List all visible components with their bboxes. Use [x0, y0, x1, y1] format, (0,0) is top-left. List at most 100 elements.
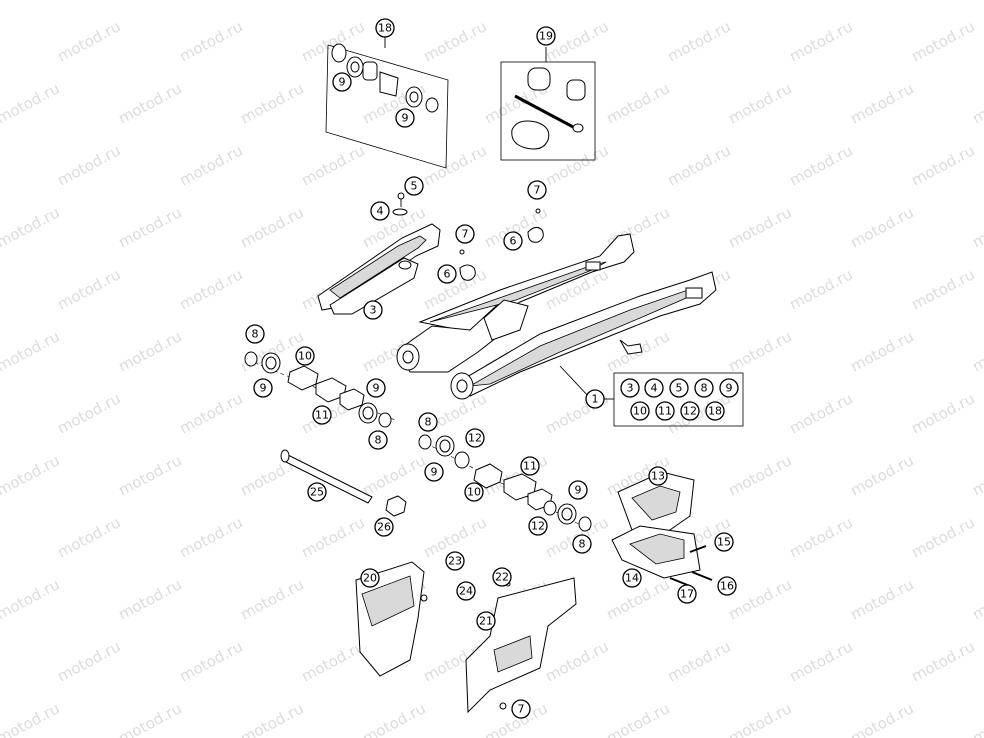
watermark-text: motod.ru: [0, 575, 63, 623]
kit-callout-9: 9: [719, 378, 739, 398]
shock-mount-kit-box: [500, 47, 596, 161]
watermark-text: motod.ru: [237, 575, 306, 623]
watermark-text: motod.ru: [969, 575, 984, 623]
svg-text:11: 11: [658, 405, 672, 418]
svg-text:8: 8: [252, 328, 259, 341]
svg-text:18: 18: [708, 405, 722, 418]
svg-text:5: 5: [411, 180, 418, 193]
watermark-text: motod.ru: [298, 513, 367, 561]
callout-13: 13: [648, 466, 668, 486]
upper-bearing-stack: [244, 351, 396, 428]
callout-10-b: 10: [464, 482, 484, 502]
watermark-text: motod.ru: [603, 699, 672, 738]
svg-text:9: 9: [373, 382, 380, 395]
watermark-text: motod.ru: [908, 513, 977, 561]
watermark-text: motod.ru: [54, 389, 123, 437]
watermark-text: motod.ru: [542, 637, 611, 685]
watermark-text: motod.ru: [969, 203, 984, 251]
watermark-text: motod.ru: [786, 637, 855, 685]
kit-callout-5: 5: [669, 378, 689, 398]
watermark-text: motod.ru: [359, 699, 428, 738]
svg-text:9: 9: [402, 112, 409, 125]
callout-22: 22: [492, 567, 512, 587]
svg-text:21: 21: [479, 615, 493, 628]
watermark-text: motod.ru: [725, 451, 794, 499]
watermark-text: motod.ru: [847, 699, 916, 738]
watermark-text: motod.ru: [176, 141, 245, 189]
kit-callout-18: 18: [705, 401, 725, 421]
callout-9-c: 9: [253, 378, 273, 398]
callout-19: 19: [536, 26, 556, 46]
svg-text:14: 14: [625, 572, 639, 585]
svg-text:6: 6: [444, 268, 451, 281]
callout-3: 3: [363, 300, 383, 320]
watermark-text: motod.ru: [0, 141, 2, 189]
watermark-text: motod.ru: [54, 265, 123, 313]
callout-15: 15: [714, 532, 734, 552]
watermark-text: motod.ru: [176, 513, 245, 561]
svg-text:8: 8: [579, 538, 586, 551]
svg-text:15: 15: [717, 536, 731, 549]
watermark-text: motod.ru: [0, 699, 63, 738]
watermark-text: motod.ru: [542, 141, 611, 189]
watermark-text: motod.ru: [603, 0, 672, 4]
watermark-text: motod.ru: [786, 513, 855, 561]
callout-8-d: 8: [572, 534, 592, 554]
kit-callout-8: 8: [694, 378, 714, 398]
svg-text:4: 4: [377, 205, 384, 218]
svg-text:22: 22: [495, 571, 509, 584]
svg-text:12: 12: [468, 432, 482, 445]
watermark-text: motod.ru: [786, 265, 855, 313]
callout-8-b: 8: [368, 430, 388, 450]
callout-10-a: 10: [295, 346, 315, 366]
watermark-text: motod.ru: [664, 637, 733, 685]
callout-16: 16: [717, 576, 737, 596]
callout-24: 24: [456, 581, 476, 601]
watermark-text: motod.ru: [359, 0, 428, 4]
bearing-kit-box: [325, 37, 449, 169]
watermark-text: motod.ru: [237, 203, 306, 251]
watermark-text: motod.ru: [0, 327, 63, 375]
watermark-text: motod.ru: [0, 389, 2, 437]
watermark-text: motod.ru: [786, 141, 855, 189]
chain-adjuster-parts: [459, 208, 544, 281]
kit-list-callouts: 3 4 5 8 9 10 11 12 18: [620, 378, 739, 421]
callout-11-b: 11: [520, 456, 540, 476]
svg-text:7: 7: [534, 184, 541, 197]
svg-text:9: 9: [339, 76, 346, 89]
watermark-text: motod.ru: [54, 513, 123, 561]
kit-callout-3: 3: [620, 378, 640, 398]
callout-20: 20: [360, 568, 380, 588]
callout-6-b: 6: [503, 231, 523, 251]
svg-text:8: 8: [375, 434, 382, 447]
callout-17: 17: [677, 584, 697, 604]
watermark-text: motod.ru: [847, 327, 916, 375]
callout-12-b: 12: [528, 516, 548, 536]
chain-guide-part: [611, 471, 713, 587]
svg-text:20: 20: [363, 572, 377, 585]
svg-text:19: 19: [539, 30, 553, 43]
watermark-text: motod.ru: [786, 389, 855, 437]
callout-12-a: 12: [465, 428, 485, 448]
callout-26: 26: [374, 517, 394, 537]
svg-text:5: 5: [676, 382, 683, 395]
svg-text:12: 12: [683, 405, 697, 418]
watermark-text: motod.ru: [908, 17, 977, 65]
svg-text:24: 24: [459, 585, 473, 598]
watermark-text: motod.ru: [115, 575, 184, 623]
watermark-text: motod.ru: [115, 327, 184, 375]
callout-6-a: 6: [437, 264, 457, 284]
svg-text:26: 26: [377, 521, 391, 534]
watermark-text: motod.ru: [847, 79, 916, 127]
watermark-text: motod.ru: [847, 451, 916, 499]
watermark-text: motod.ru: [237, 699, 306, 738]
watermark-text: motod.ru: [237, 79, 306, 127]
watermark-text: motod.ru: [847, 575, 916, 623]
watermark-text: motod.ru: [0, 265, 2, 313]
watermark-text: motod.ru: [176, 17, 245, 65]
watermark-text: motod.ru: [969, 79, 984, 127]
watermark-text: motod.ru: [908, 389, 977, 437]
watermark-text: motod.ru: [298, 637, 367, 685]
callout-21: 21: [476, 611, 496, 631]
